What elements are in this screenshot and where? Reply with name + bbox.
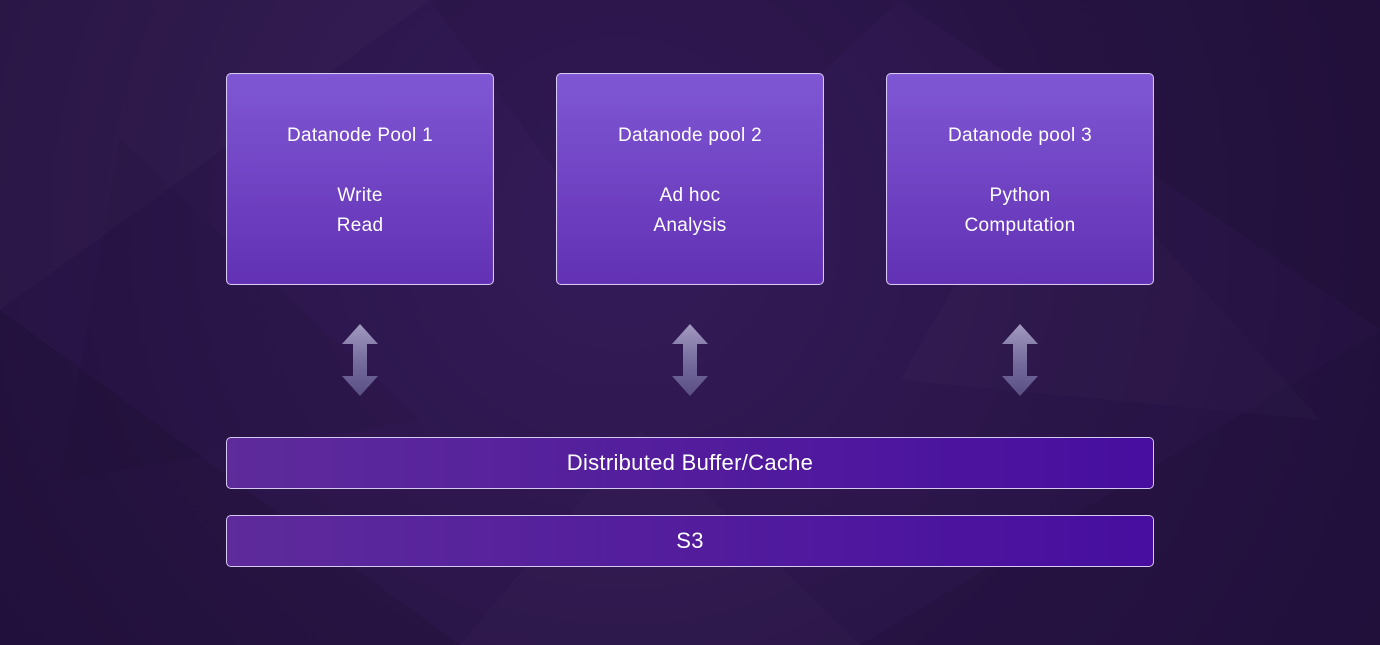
pool-description: Python Computation bbox=[964, 181, 1075, 241]
pool-box-2: Datanode pool 2 Ad hoc Analysis bbox=[556, 73, 824, 285]
pool-title: Datanode Pool 1 bbox=[286, 125, 434, 146]
pool-line: Analysis bbox=[653, 215, 727, 236]
pool-box-3: Datanode pool 3 Python Computation bbox=[886, 73, 1154, 285]
pool-box-1: Datanode Pool 1 Write Read bbox=[226, 73, 494, 285]
pool-title: Datanode pool 2 bbox=[618, 125, 762, 146]
pool-description: Ad hoc Analysis bbox=[653, 181, 726, 241]
double-vertical-arrow-icon bbox=[342, 324, 378, 396]
pool-line: Python bbox=[989, 185, 1051, 206]
pool-description: Write Read bbox=[337, 181, 384, 241]
double-vertical-arrow-icon bbox=[672, 324, 708, 396]
buffer-cache-layer: Distributed Buffer/Cache bbox=[226, 437, 1154, 489]
pool-line: Read bbox=[336, 215, 384, 236]
pool-line: Ad hoc bbox=[659, 185, 721, 206]
double-vertical-arrow-icon bbox=[1002, 324, 1038, 396]
s3-layer: S3 bbox=[226, 515, 1154, 567]
pool-title: Datanode pool 3 bbox=[948, 125, 1092, 146]
pool-line: Write bbox=[337, 185, 383, 206]
pool-line: Computation bbox=[964, 215, 1076, 236]
